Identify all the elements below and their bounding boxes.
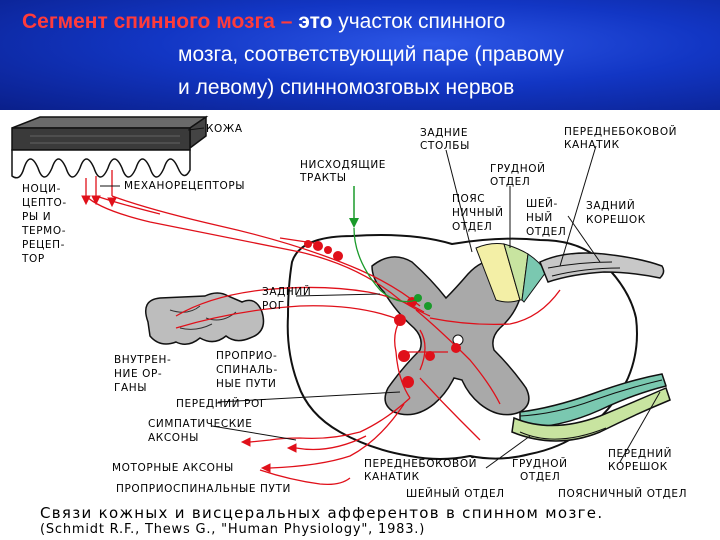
- label-cervical-top-2: НЫЙ: [526, 212, 553, 224]
- label-propriospinal-3: НЫЕ ПУТИ: [216, 378, 277, 390]
- label-viscera-3: ГАНЫ: [114, 382, 148, 394]
- label-noci-2: ЦЕПТО-: [22, 197, 67, 209]
- label-sympathetic-2: АКСОНЫ: [148, 432, 199, 444]
- label-thoracic-bottom-2: ОТДЕЛ: [520, 471, 561, 483]
- label-thoracic-top-2: ОТДЕЛ: [490, 176, 531, 188]
- label-propriospinal-2: СПИНАЛЬ-: [216, 364, 278, 376]
- interneuron-cell-2: [425, 351, 435, 361]
- label-noci-5: РЕЦЕП-: [22, 239, 66, 251]
- caption-line-2: (Schmidt R.F., Thews G., "Human Physiolo…: [40, 522, 426, 537]
- label-anterolateral-bottom-2: КАНАТИК: [364, 471, 420, 483]
- label-motor-axons: МОТОРНЫЕ АКСОНЫ: [112, 462, 234, 474]
- label-dorsal-root-1: ЗАДНИЙ: [586, 200, 636, 212]
- interneuron-cell-1: [398, 350, 410, 362]
- title-line-1: Сегмент спинного мозга – это участок спи…: [22, 10, 505, 34]
- label-descending-1: НИСХОДЯЩИЕ: [300, 159, 387, 171]
- label-noci-1: НОЦИ-: [22, 183, 61, 195]
- ganglion-cell-1: [313, 241, 323, 251]
- interneuron-cell-3: [451, 343, 461, 353]
- title-term: Сегмент спинного мозга: [22, 10, 275, 33]
- label-viscera-1: ВНУТРЕН-: [114, 354, 172, 366]
- label-cervical-top-1: ШЕЙ-: [526, 198, 558, 210]
- dorsal-horn-cell-1: [394, 314, 406, 326]
- label-dorsal-root-2: КОРЕШОК: [586, 214, 646, 226]
- label-cervical-top-3: ОТДЕЛ: [526, 226, 567, 238]
- label-ventral-horn: ПЕРЕДНИЙ РОГ: [176, 398, 267, 410]
- label-dorsal-horn-1: ЗАДНИЙ: [262, 286, 312, 298]
- caption-line-1: Связи кожных и висцеральных афферентов в…: [40, 504, 604, 522]
- label-anterolateral-top-2: КАНАТИК: [564, 139, 620, 151]
- label-lumbar-top-3: ОТДЕЛ: [452, 221, 493, 233]
- title-banner: Сегмент спинного мозга – это участок спи…: [0, 0, 720, 110]
- ventral-horn-cell: [402, 376, 414, 388]
- label-pointers: [100, 127, 661, 469]
- title-rest-1: участок спинного: [332, 10, 506, 33]
- label-propriospinal-1: ПРОПРИО-: [216, 350, 278, 362]
- viscera-illustration: [145, 292, 265, 345]
- label-noci-6: ТОР: [22, 253, 45, 265]
- label-dorsal-horn-2: РОГ: [262, 300, 285, 312]
- label-dorsal-columns-1: ЗАДНИЕ: [420, 127, 469, 139]
- label-thoracic-bottom-1: ГРУДНОЙ: [512, 458, 568, 470]
- title-line-2: мозга, соответствующий паре (правому: [178, 43, 564, 66]
- label-cervical-bottom: ШЕЙНЫЙ ОТДЕЛ: [406, 488, 505, 500]
- ganglion-cell-3: [333, 251, 343, 261]
- nerve-arrows: [81, 195, 297, 473]
- label-thoracic-top-1: ГРУДНОЙ: [490, 163, 546, 175]
- ganglion-cell-4: [304, 240, 312, 248]
- label-anterolateral-bottom-1: ПЕРЕДНЕБОКОВОЙ: [364, 458, 478, 470]
- label-lumbar-top-2: НИЧНЫЙ: [452, 207, 504, 219]
- label-ventral-root-2: КОРЕШОК: [608, 461, 668, 473]
- title-eto: это: [298, 10, 333, 33]
- title-line-3: и левому) спинномозговых нервов: [178, 76, 515, 99]
- label-sympathetic-1: СИМПАТИЧЕСКИЕ: [148, 418, 253, 430]
- skin-illustration: [11, 115, 209, 179]
- label-lumbar-top-1: ПОЯС: [452, 193, 486, 205]
- label-ventral-root-1: ПЕРЕДНИЙ: [608, 448, 673, 460]
- label-anterolateral-top-1: ПЕРЕДНЕБОКОВОЙ: [564, 126, 678, 138]
- ganglion-cell-2: [324, 246, 332, 254]
- label-propriospinal-paths: ПРОПРИОСПИНАЛЬНЫЕ ПУТИ: [116, 483, 291, 495]
- spinal-cord-section: [286, 234, 671, 460]
- title-dash: –: [274, 10, 299, 33]
- label-dorsal-columns-2: СТОЛБЫ: [420, 140, 470, 152]
- label-skin: КОЖА: [206, 123, 243, 135]
- label-descending-2: ТРАКТЫ: [300, 172, 347, 184]
- label-noci-4: ТЕРМО-: [22, 225, 67, 237]
- descending-tract-arrow: [349, 186, 417, 303]
- label-mechanoreceptors: МЕХАНОРЕЦЕПТОРЫ: [124, 180, 246, 192]
- label-viscera-2: НИЕ ОР-: [114, 368, 163, 380]
- label-noci-3: РЫ И: [22, 211, 52, 223]
- label-lumbar-bottom: ПОЯСНИЧНЫЙ ОТДЕЛ: [558, 488, 688, 500]
